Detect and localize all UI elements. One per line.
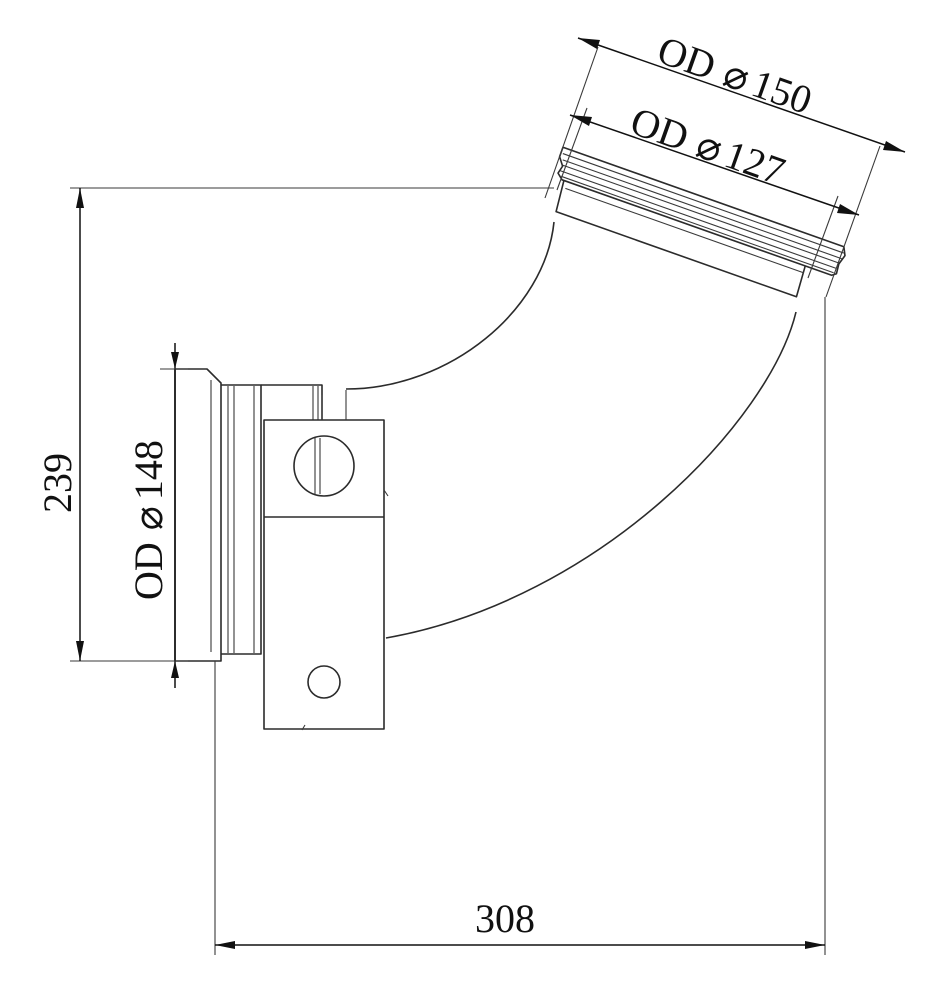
- elbow-pipe-part: [174, 146, 846, 731]
- elbow-body: [345, 221, 797, 639]
- dimension-outlet-inner: OD⌀127: [556, 98, 860, 279]
- mounting-bracket: [263, 390, 389, 731]
- dimension-inlet: OD⌀148: [126, 343, 188, 688]
- outlet-inner-diameter-label: OD⌀127: [625, 98, 791, 194]
- bracket-upper-hole: [293, 435, 355, 497]
- dimension-width: 308: [214, 297, 826, 955]
- bracket-lower-hole: [307, 665, 341, 699]
- outlet-outer-diameter-label: OD⌀150: [652, 27, 818, 123]
- outlet-flange: [555, 146, 846, 298]
- width-value-label: 308: [475, 896, 535, 941]
- dimension-height: 239: [35, 187, 554, 662]
- inlet-flange: [174, 368, 323, 662]
- inlet-diameter-label: OD⌀148: [126, 440, 171, 600]
- height-value-label: 239: [35, 453, 80, 513]
